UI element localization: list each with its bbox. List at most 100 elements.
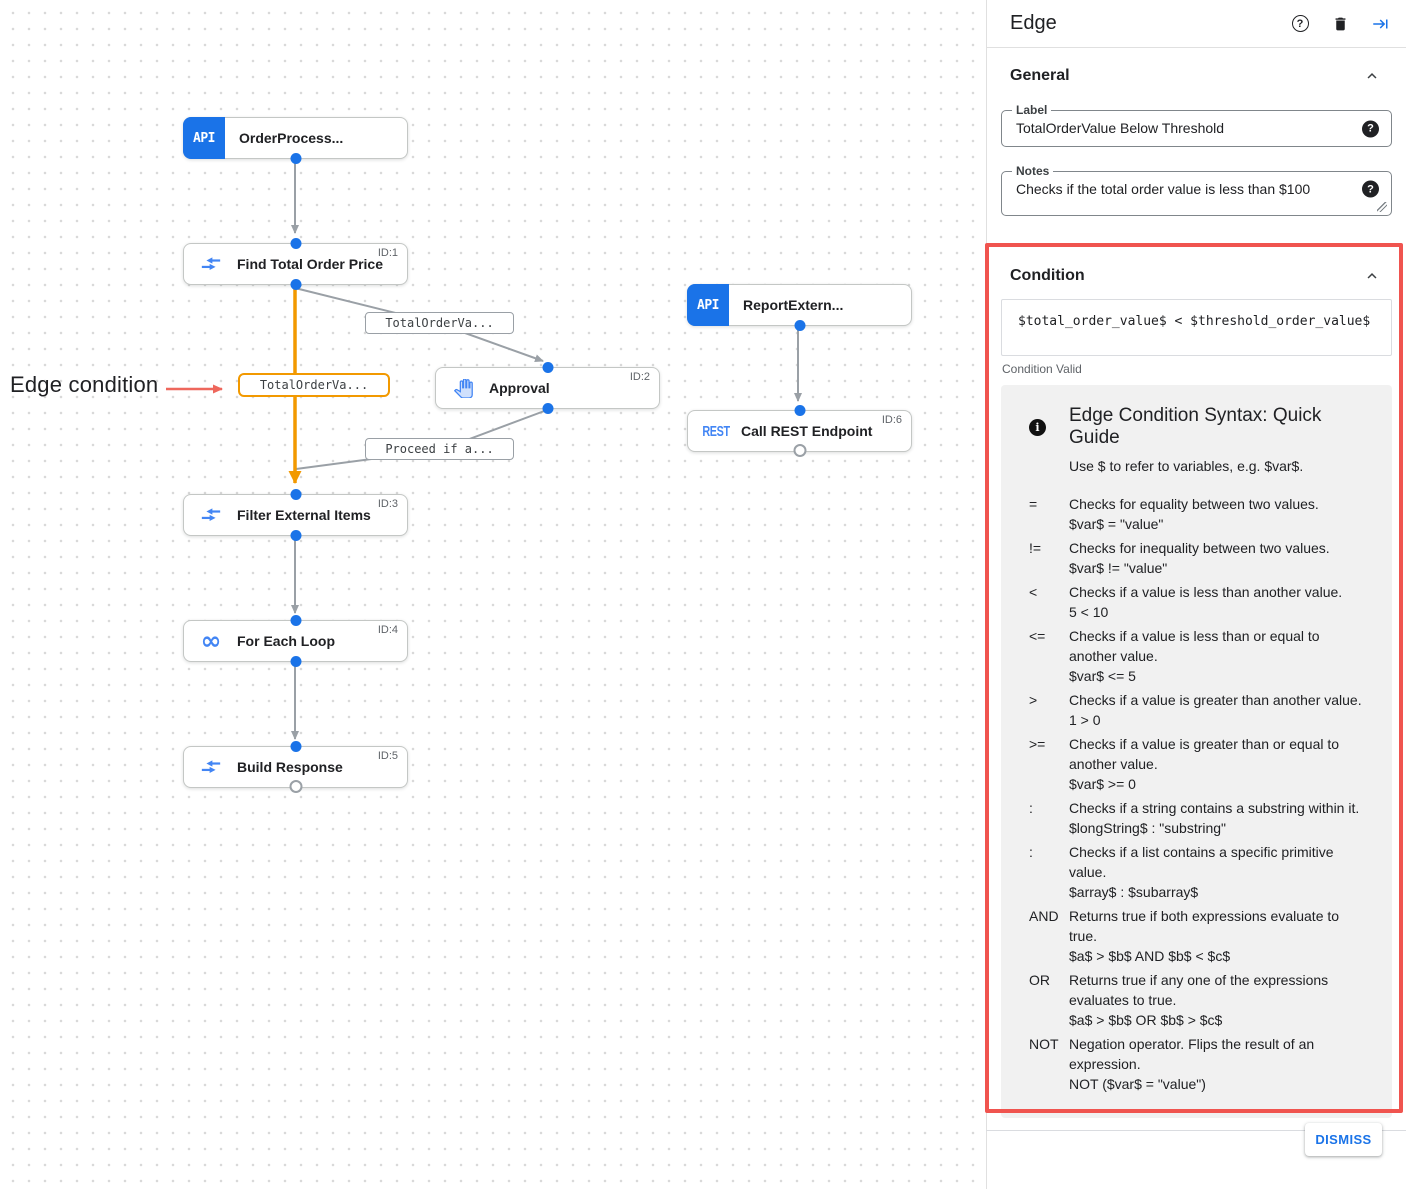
guide-row: NOT Negation operator. Flips the result o…: [1029, 1034, 1364, 1094]
guide-example: $a$ > $b$ OR $b$ > $c$: [1069, 1012, 1223, 1028]
label-help-icon[interactable]: ?: [1362, 120, 1379, 137]
node-label: Find Total Order Price: [237, 256, 383, 272]
dismiss-button[interactable]: DISMISS: [1305, 1123, 1382, 1156]
chevron-up-icon[interactable]: [1362, 66, 1382, 86]
syntax-quick-guide: i Edge Condition Syntax: Quick Guide Use…: [1001, 385, 1392, 1118]
guide-operator: AND: [1029, 908, 1059, 924]
condition-heading: Condition: [1010, 267, 1085, 284]
resize-handle[interactable]: [1377, 202, 1387, 212]
node-id-label: ID:2: [629, 371, 650, 383]
guide-desc: Checks if a list contains a specific pri…: [1069, 844, 1334, 880]
guide-desc: Checks for inequality between two values…: [1069, 540, 1330, 556]
guide-desc: Returns true if both expressions evaluat…: [1069, 908, 1340, 944]
condition-valid-status: Condition Valid: [1002, 362, 1082, 376]
connector-dot[interactable]: [290, 741, 301, 752]
guide-operator: :: [1029, 800, 1033, 816]
guide-operator: NOT: [1029, 1036, 1059, 1052]
node-id-label: ID:4: [377, 624, 398, 636]
connector-dot[interactable]: [290, 238, 301, 249]
guide-desc: Checks if a value is greater than or equ…: [1069, 736, 1340, 772]
guide-desc: Checks for equality between two values.: [1069, 496, 1319, 512]
guide-row: :Checks if a string contains a substring…: [1029, 798, 1364, 838]
general-section: General Label ? Notes Checks if the tota…: [987, 48, 1406, 216]
help-icon[interactable]: ?: [1290, 14, 1310, 34]
guide-desc: Returns true if any one of the expressio…: [1069, 972, 1329, 1008]
edge-lines: [166, 160, 802, 740]
condition-expression-input[interactable]: $total_order_value$ < $threshold_order_v…: [1018, 314, 1375, 341]
guide-operator: >=: [1029, 736, 1046, 752]
node-id-label: ID:6: [881, 414, 902, 426]
node-build-response[interactable]: Build Response ID:5: [183, 741, 408, 793]
workflow-canvas[interactable]: Edge condition API OrderProcess... Find …: [0, 0, 986, 1189]
node-order-process[interactable]: API OrderProcess...: [183, 117, 408, 164]
guide-desc: Negation operator. Flips the result of a…: [1069, 1036, 1315, 1072]
guide-example: $var$ = "value": [1069, 516, 1164, 532]
guide-example: $a$ > $b$ AND $b$ < $c$: [1069, 948, 1231, 964]
guide-operator: =: [1029, 496, 1038, 512]
node-for-each-loop[interactable]: ∞ For Each Loop ID:4: [183, 615, 408, 667]
node-label: For Each Loop: [237, 633, 335, 649]
node-label: Build Response: [237, 759, 343, 775]
notes-input[interactable]: Checks if the total order value is less …: [1016, 181, 1351, 209]
guide-row: = Checks for equality between two values.…: [1029, 494, 1364, 534]
guide-row: < Checks if a value is less than another …: [1029, 582, 1364, 622]
label-input[interactable]: [1016, 120, 1351, 136]
guide-example: $longString$ : "substring": [1069, 820, 1227, 836]
data-mapping-icon: [199, 756, 223, 778]
node-id-label: ID:1: [377, 247, 398, 259]
chevron-up-icon[interactable]: [1362, 266, 1382, 286]
panel-footer-divider: [986, 1130, 1406, 1131]
guide-desc: Checks if a value is less than or equal …: [1069, 628, 1320, 664]
guide-row: : Checks if a list contains a specific pr…: [1029, 842, 1364, 902]
guide-operator: OR: [1029, 972, 1050, 988]
connector-dot[interactable]: [794, 320, 805, 331]
connector-dot[interactable]: [290, 656, 301, 667]
connector-dot[interactable]: [290, 615, 301, 626]
node-report-extern[interactable]: API ReportExtern...: [687, 284, 912, 331]
data-mapping-icon: [199, 253, 223, 275]
notes-help-icon[interactable]: ?: [1362, 180, 1379, 198]
label-field-caption: Label: [1012, 103, 1052, 117]
node-filter-external-items[interactable]: Filter External Items ID:3: [183, 489, 408, 541]
connector-dot[interactable]: [290, 279, 301, 290]
node-call-rest-endpoint[interactable]: REST Call REST Endpoint ID:6: [687, 405, 912, 457]
guide-example: $var$ <= 5: [1069, 668, 1136, 684]
connector-dot[interactable]: [290, 530, 301, 541]
guide-row: >Checks if a value is greater than anoth…: [1029, 690, 1364, 730]
api-badge-icon: API: [687, 284, 729, 326]
guide-row: AND Returns true if both expressions eval…: [1029, 906, 1364, 966]
guide-row: OR Returns true if any one of the express…: [1029, 970, 1364, 1030]
edge-label-proceed[interactable]: Proceed if a...: [365, 438, 514, 460]
edge-label-totalordervalue[interactable]: TotalOrderVa...: [365, 312, 514, 334]
label-field: Label ?: [1001, 103, 1392, 147]
panel-header: Edge ?: [987, 0, 1406, 48]
node-id-label: ID:3: [377, 498, 398, 510]
guide-title: Edge Condition Syntax: Quick Guide: [1069, 405, 1322, 448]
connector-dot[interactable]: [290, 153, 301, 164]
guide-operator: <=: [1029, 628, 1046, 644]
guide-operator: :: [1029, 844, 1033, 860]
connector-dot[interactable]: [542, 403, 553, 414]
end-connector-dot[interactable]: [793, 444, 806, 457]
guide-operator: !=: [1029, 540, 1042, 556]
connector-dot[interactable]: [290, 489, 301, 500]
node-approval[interactable]: Approval ID:2: [435, 362, 660, 414]
collapse-panel-icon[interactable]: [1370, 14, 1390, 34]
delete-icon[interactable]: [1330, 14, 1350, 34]
edge-label-totalordervalue-selected[interactable]: TotalOrderVa...: [238, 373, 390, 397]
guide-row: <= Checks if a value is less than or equa…: [1029, 626, 1364, 686]
node-id-label: ID:5: [377, 750, 398, 762]
condition-section: Condition $total_order_value$ < $thresho…: [987, 266, 1406, 1118]
connector-dot[interactable]: [542, 362, 553, 373]
node-label: OrderProcess...: [239, 130, 344, 146]
panel-title: Edge: [1010, 12, 1057, 34]
connector-dot[interactable]: [794, 405, 805, 416]
guide-desc: Checks if a value is less than another v…: [1069, 584, 1343, 600]
guide-operator: <: [1029, 584, 1038, 600]
end-connector-dot[interactable]: [289, 780, 302, 793]
node-find-total-order-price[interactable]: Find Total Order Price ID:1: [183, 238, 408, 290]
info-icon: i: [1029, 418, 1046, 436]
hand-approval-icon: [451, 378, 475, 398]
guide-desc: Checks if a value is greater than anothe…: [1069, 692, 1362, 708]
